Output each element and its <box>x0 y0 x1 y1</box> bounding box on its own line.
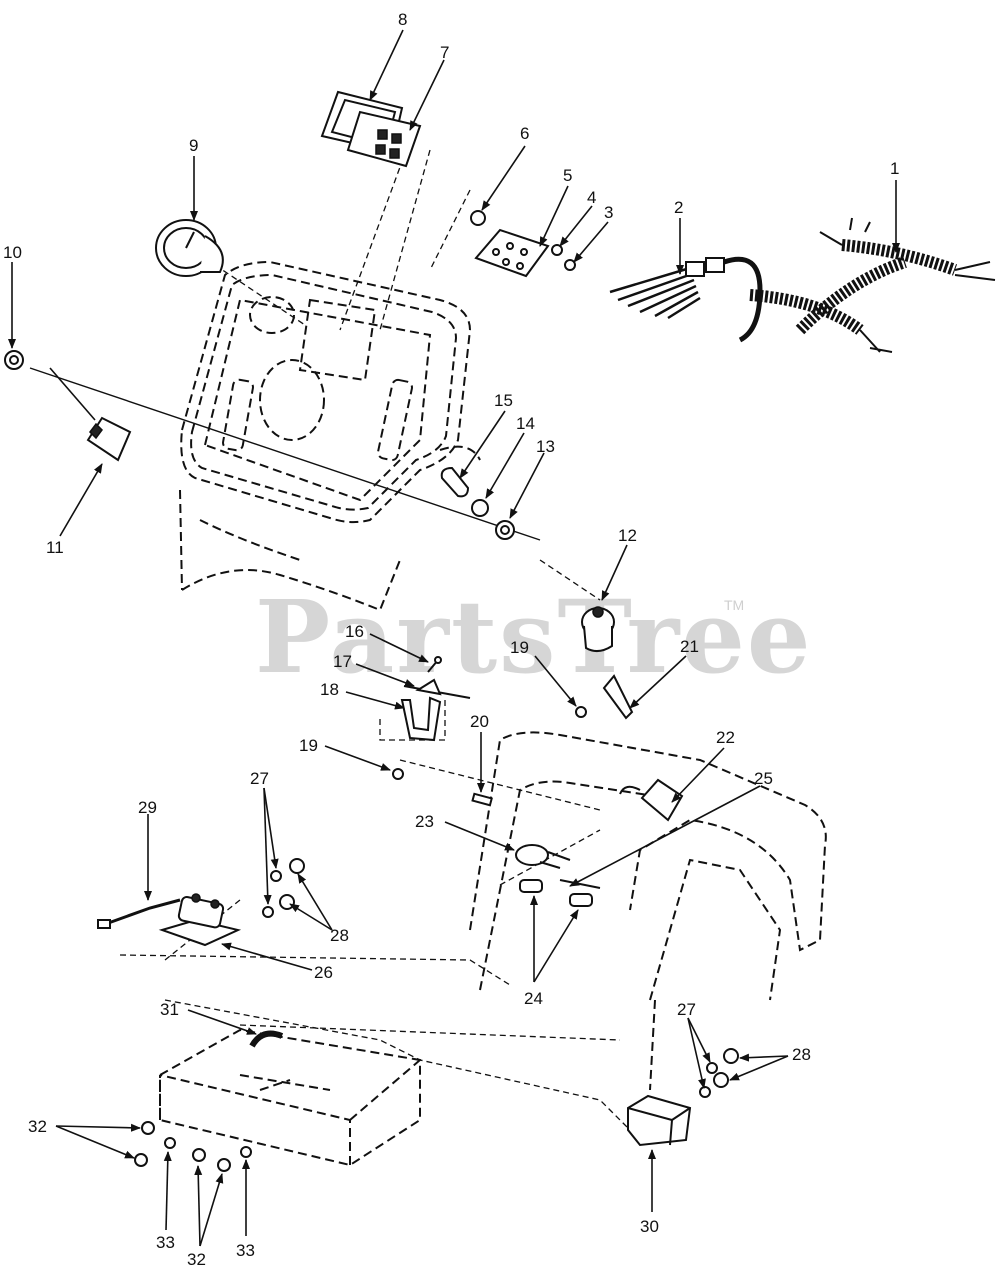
clamp-part-31 <box>249 1030 284 1048</box>
callout-20: 20 <box>470 712 489 731</box>
callout-5: 5 <box>563 166 572 185</box>
callout-24: 24 <box>524 989 543 1008</box>
bulb-6-part <box>470 210 486 226</box>
terminal-part-15 <box>440 466 470 498</box>
watermark-trademark: TM <box>724 597 744 613</box>
wiring-harness-2 <box>609 256 763 343</box>
callout-26: 26 <box>314 963 333 982</box>
callout-7: 7 <box>440 43 449 62</box>
callout-19-left: 19 <box>299 736 318 755</box>
callout-12: 12 <box>618 526 637 545</box>
callout-14: 14 <box>516 414 535 433</box>
callout-32-bottom: 32 <box>187 1250 206 1269</box>
fender-outline <box>469 731 827 1091</box>
screw-part-16 <box>427 656 442 673</box>
callout-22: 22 <box>716 728 735 747</box>
callout-30: 30 <box>640 1217 659 1236</box>
callout-1: 1 <box>890 159 899 178</box>
callout-17: 17 <box>333 652 352 671</box>
dash-panel-outline <box>179 260 481 612</box>
nut-part-10 <box>4 350 24 370</box>
callout-25: 25 <box>754 769 773 788</box>
wire-part-25 <box>559 879 601 889</box>
callout-9: 9 <box>189 136 198 155</box>
battery-tray <box>159 1028 421 1167</box>
callout-32-left: 32 <box>28 1117 47 1136</box>
callout-labels: 1 2 3 4 5 6 7 8 9 10 11 12 13 14 15 16 1… <box>3 10 899 1269</box>
callout-3: 3 <box>604 203 613 222</box>
callout-19-right: 19 <box>510 638 529 657</box>
callout-6: 6 <box>520 124 529 143</box>
watermark: PartsTree <box>255 578 813 696</box>
callout-27-upper: 27 <box>250 769 269 788</box>
callout-27-lower: 27 <box>677 1000 696 1019</box>
indicator-panel-part <box>346 110 422 168</box>
plate-part-5 <box>474 228 550 278</box>
regulator-part-30 <box>627 1094 692 1147</box>
hourmeter-part <box>155 219 224 277</box>
callout-33-right: 33 <box>236 1241 255 1260</box>
callout-18: 18 <box>320 680 339 699</box>
lockwasher-part-14 <box>471 499 489 517</box>
callout-13: 13 <box>536 437 555 456</box>
callout-29: 29 <box>138 798 157 817</box>
callout-28-upper: 28 <box>330 926 349 945</box>
switch-part-23 <box>515 844 571 869</box>
switch-part-22 <box>619 778 684 822</box>
callout-8: 8 <box>398 10 407 29</box>
nut-part-19a <box>392 768 404 780</box>
bracket-part-18 <box>400 696 442 742</box>
callout-arrows <box>8 29 900 1247</box>
callout-15: 15 <box>494 391 513 410</box>
callout-33-left: 33 <box>156 1233 175 1252</box>
bolt-part-20 <box>471 792 493 807</box>
callout-16: 16 <box>345 622 364 641</box>
callout-10: 10 <box>3 243 22 262</box>
cable-part-29 <box>97 898 181 929</box>
wiring-harness-1 <box>749 217 996 353</box>
callout-31: 31 <box>160 1000 179 1019</box>
nuts-part-33 <box>164 1137 252 1158</box>
lockwasher-part-4 <box>551 244 563 256</box>
plate-part-21 <box>602 674 634 720</box>
cable-part-17 <box>403 678 471 699</box>
callout-28-lower: 28 <box>792 1045 811 1064</box>
solenoid-part-26 <box>158 893 242 947</box>
bolts-part-32 <box>134 1121 231 1172</box>
callout-2: 2 <box>674 198 683 217</box>
callout-11: 11 <box>46 538 64 557</box>
washer-part-13 <box>495 520 515 540</box>
callout-23: 23 <box>415 812 434 831</box>
nut-washer-27-28-lower <box>699 1048 739 1098</box>
nut-part-3 <box>564 259 576 271</box>
callout-4: 4 <box>587 188 596 207</box>
key-switch-part <box>581 606 615 652</box>
callout-21: 21 <box>680 637 699 656</box>
connector-part-24 <box>519 879 593 907</box>
nut-part-19b <box>575 706 587 718</box>
toggle-switch-part <box>86 416 132 462</box>
